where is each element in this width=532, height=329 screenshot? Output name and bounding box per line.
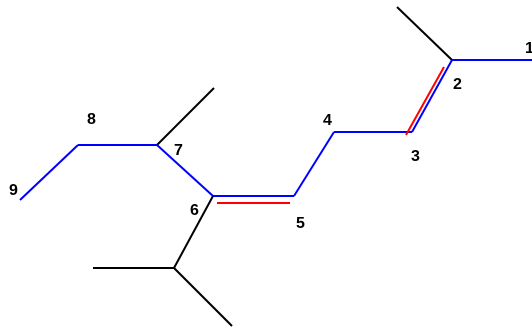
locant-2: 2 (453, 76, 462, 93)
locant-6: 6 (190, 202, 199, 219)
bond-c8-c9 (19, 144, 79, 201)
locant-9: 9 (9, 182, 18, 199)
methyl-bond-c2 (396, 6, 453, 61)
isopropyl-bond-c6 (173, 195, 214, 269)
double-bond-c2-c3-secondary (405, 66, 445, 136)
locant-1: 1 (525, 40, 532, 57)
locant-8: 8 (87, 111, 96, 128)
isopropyl-methyl-bond-right (173, 267, 233, 327)
locant-3: 3 (411, 148, 420, 165)
double-bond-c2-c3-primary (411, 59, 453, 133)
bond-c6-c7 (156, 144, 214, 197)
locant-4: 4 (323, 112, 332, 129)
methyl-bond-c7 (156, 87, 215, 146)
locant-5: 5 (296, 215, 305, 232)
locant-7: 7 (174, 142, 183, 159)
bond-c4-c5 (293, 131, 335, 197)
